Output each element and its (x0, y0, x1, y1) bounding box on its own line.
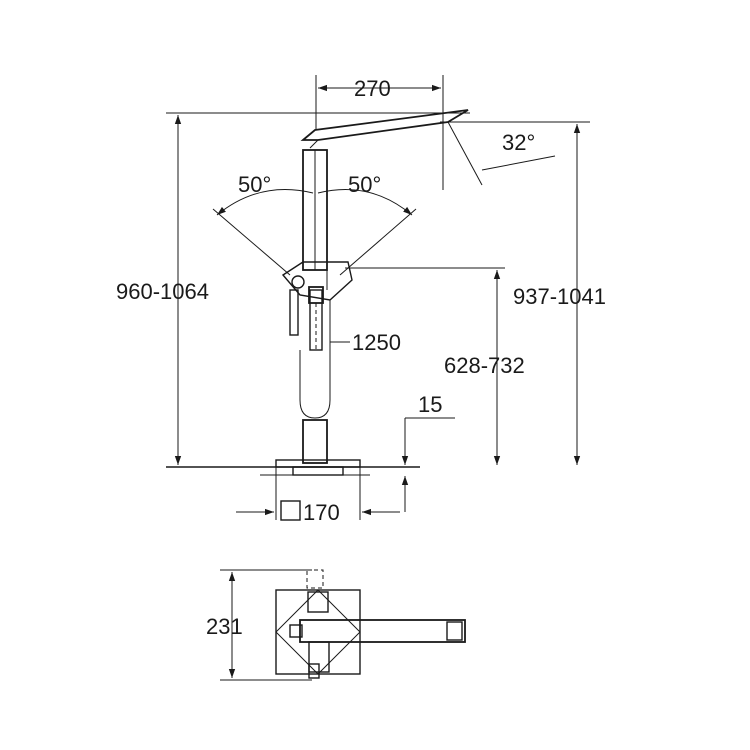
spout-angle-label: 32° (502, 130, 535, 155)
plan-view: 231 (206, 569, 466, 681)
swivel-right-arc (317, 188, 413, 216)
total-height-label: 960-1064 (116, 279, 209, 304)
plan-bottom-tab (308, 663, 320, 679)
reach-label: 270 (354, 76, 391, 101)
elevation-view: 50° 50° 32° 270 960-1064 937-1041 628-73… (116, 75, 606, 525)
swivel-left-label: 50° (238, 172, 271, 197)
hose-loop (299, 300, 331, 419)
depth-label: 231 (206, 614, 243, 639)
plan-hose-outlet (306, 569, 324, 589)
hose-length-label: 1250 (352, 330, 401, 355)
body-column-lower (302, 419, 328, 464)
plan-spout (299, 619, 466, 643)
plan-handle (307, 591, 329, 613)
handle-lever (289, 289, 299, 336)
handle-height-label: 628-732 (444, 353, 525, 378)
spout-angle-line (447, 121, 483, 186)
spout (300, 109, 469, 141)
swivel-right-label: 50° (348, 172, 381, 197)
base-width-label: 170 (303, 500, 340, 525)
swivel-left-line (212, 208, 291, 276)
spout-height-label: 937-1041 (513, 284, 606, 309)
handle-block (281, 261, 353, 301)
square-section-icon (280, 500, 301, 521)
plan-base-square (275, 589, 361, 675)
floor-offset-label: 15 (418, 392, 442, 417)
base-mount (292, 466, 344, 476)
handle-knob (291, 275, 305, 289)
swivel-right-line (339, 208, 417, 276)
plan-spout-tip (446, 621, 463, 641)
swivel-left-arc (216, 188, 314, 216)
plan-base-diamond (275, 589, 361, 675)
spout-angle-leader (481, 155, 556, 171)
plan-outlet-small (289, 624, 303, 638)
hand-shower (309, 289, 323, 351)
spout-underside (309, 139, 319, 149)
